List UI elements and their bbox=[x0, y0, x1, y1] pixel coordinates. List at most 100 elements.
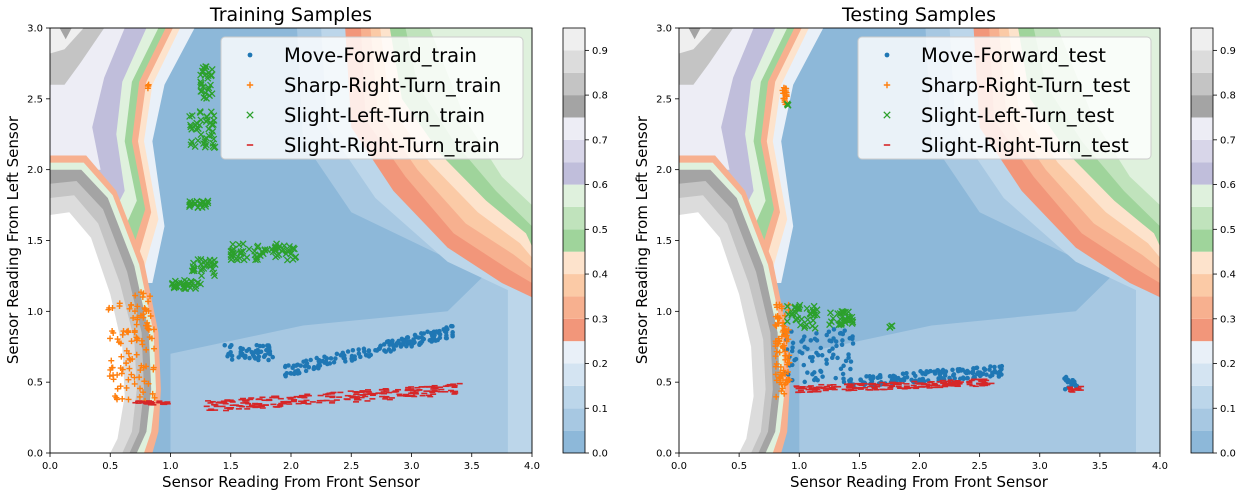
data-point bbox=[150, 364, 157, 371]
data-point bbox=[119, 366, 126, 373]
data-point bbox=[805, 346, 810, 352]
colorbar-tick-label: 0.0 bbox=[592, 449, 608, 460]
data-point bbox=[784, 356, 791, 363]
data-point bbox=[402, 339, 408, 344]
data-point bbox=[119, 395, 126, 402]
data-point bbox=[145, 81, 152, 88]
colorbar-tick-label: 0.9 bbox=[1220, 46, 1236, 57]
y-tick-label: 0.0 bbox=[27, 449, 43, 460]
data-point bbox=[211, 272, 219, 280]
data-point bbox=[196, 109, 204, 117]
data-point bbox=[790, 340, 796, 346]
data-point bbox=[235, 241, 243, 249]
y-tick-label: 2.5 bbox=[27, 94, 43, 105]
data-point bbox=[950, 367, 955, 373]
series-2 bbox=[168, 63, 300, 293]
data-point bbox=[205, 132, 213, 140]
data-point bbox=[247, 52, 253, 58]
data-point bbox=[131, 380, 138, 387]
data-point bbox=[366, 353, 371, 358]
data-point bbox=[202, 63, 210, 71]
data-point bbox=[835, 355, 840, 361]
data-point bbox=[141, 304, 148, 311]
data-point bbox=[172, 282, 180, 290]
data-point bbox=[775, 319, 782, 326]
data-point bbox=[137, 385, 144, 392]
data-point bbox=[884, 52, 890, 58]
data-point bbox=[840, 338, 845, 343]
series-3 bbox=[132, 382, 463, 412]
data-point bbox=[201, 65, 209, 73]
data-point bbox=[325, 361, 330, 367]
colorbar-tick-label: 0.2 bbox=[1220, 359, 1236, 370]
data-point bbox=[780, 84, 787, 91]
data-point bbox=[186, 198, 194, 206]
colorbar-band bbox=[1191, 50, 1213, 73]
data-point bbox=[435, 337, 440, 343]
data-point bbox=[838, 366, 844, 372]
data-point bbox=[287, 250, 295, 258]
data-point bbox=[282, 372, 288, 378]
data-point bbox=[813, 311, 821, 319]
data-point bbox=[316, 366, 321, 371]
data-point bbox=[1063, 374, 1069, 380]
data-point bbox=[789, 348, 795, 354]
data-point bbox=[208, 258, 215, 266]
data-point bbox=[843, 358, 849, 364]
data-point bbox=[955, 367, 961, 372]
data-point bbox=[773, 323, 780, 330]
colorbar-band bbox=[563, 28, 585, 51]
data-point bbox=[966, 370, 972, 375]
data-point bbox=[827, 348, 832, 354]
data-point bbox=[807, 310, 814, 318]
y-tick-label: 1.5 bbox=[27, 236, 43, 247]
data-point bbox=[951, 372, 957, 377]
data-point bbox=[322, 354, 327, 359]
data-point bbox=[437, 332, 443, 337]
colorbar-tick-label: 0.9 bbox=[592, 46, 608, 57]
legend-label: Slight-Right-Turn_test bbox=[921, 134, 1129, 157]
series-3 bbox=[793, 378, 1085, 394]
legend-label: Slight-Left-Turn_test bbox=[921, 104, 1114, 127]
data-point bbox=[239, 247, 247, 255]
data-point bbox=[405, 335, 410, 340]
colorbar-tick-label: 0.8 bbox=[1220, 91, 1236, 102]
data-point bbox=[229, 357, 235, 362]
data-point bbox=[820, 374, 825, 379]
data-point bbox=[937, 372, 943, 377]
x-tick-label: 4.0 bbox=[1152, 461, 1168, 472]
data-point bbox=[356, 351, 362, 356]
data-point bbox=[188, 112, 196, 119]
data-point bbox=[247, 355, 252, 361]
data-point bbox=[841, 363, 846, 369]
data-point bbox=[240, 256, 248, 264]
data-point bbox=[814, 350, 819, 356]
data-point bbox=[252, 256, 259, 264]
data-point bbox=[793, 356, 799, 362]
data-point bbox=[244, 348, 250, 354]
colorbar-band bbox=[563, 162, 585, 185]
data-point bbox=[106, 373, 113, 380]
data-point bbox=[145, 325, 152, 332]
data-point bbox=[303, 368, 309, 374]
x-tick-label: 2.0 bbox=[912, 461, 928, 472]
data-point bbox=[254, 342, 260, 348]
data-point bbox=[834, 310, 842, 318]
data-point bbox=[815, 377, 820, 383]
data-point bbox=[394, 340, 400, 346]
data-point bbox=[256, 354, 262, 359]
data-point bbox=[818, 369, 824, 374]
data-point bbox=[136, 374, 143, 381]
data-point bbox=[811, 377, 817, 383]
data-point bbox=[878, 375, 883, 380]
data-point bbox=[145, 307, 152, 314]
data-point bbox=[785, 368, 792, 375]
data-point bbox=[904, 370, 909, 376]
data-point bbox=[448, 323, 454, 329]
data-point bbox=[320, 358, 326, 364]
data-point bbox=[143, 346, 150, 353]
data-point bbox=[194, 137, 202, 144]
data-point bbox=[1062, 386, 1068, 392]
data-point bbox=[196, 199, 204, 207]
data-point bbox=[781, 325, 788, 332]
